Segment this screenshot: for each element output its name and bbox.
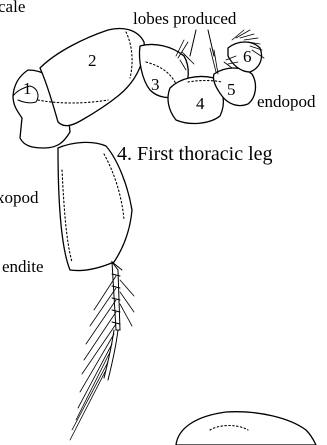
segment-number-1: 1 [23,79,32,98]
exopod-label: xopod [0,188,39,207]
figure-caption: 4. First thoracic leg [117,143,273,165]
segment-number-6: 6 [243,47,252,66]
segment-number-2: 2 [88,51,97,70]
endopod-label: endopod [257,92,316,111]
partial-structure [176,412,316,445]
flagellum-setae [70,276,134,440]
segment-number-5: 5 [227,80,236,99]
scale-label: cale [0,0,25,16]
endite-label: endite [2,257,44,276]
segment-number-4: 4 [196,94,205,113]
lobes-pointers [190,30,214,56]
flagellum [104,262,122,380]
lobes-label: lobes produced [133,9,237,28]
segment-number-3: 3 [151,75,160,94]
